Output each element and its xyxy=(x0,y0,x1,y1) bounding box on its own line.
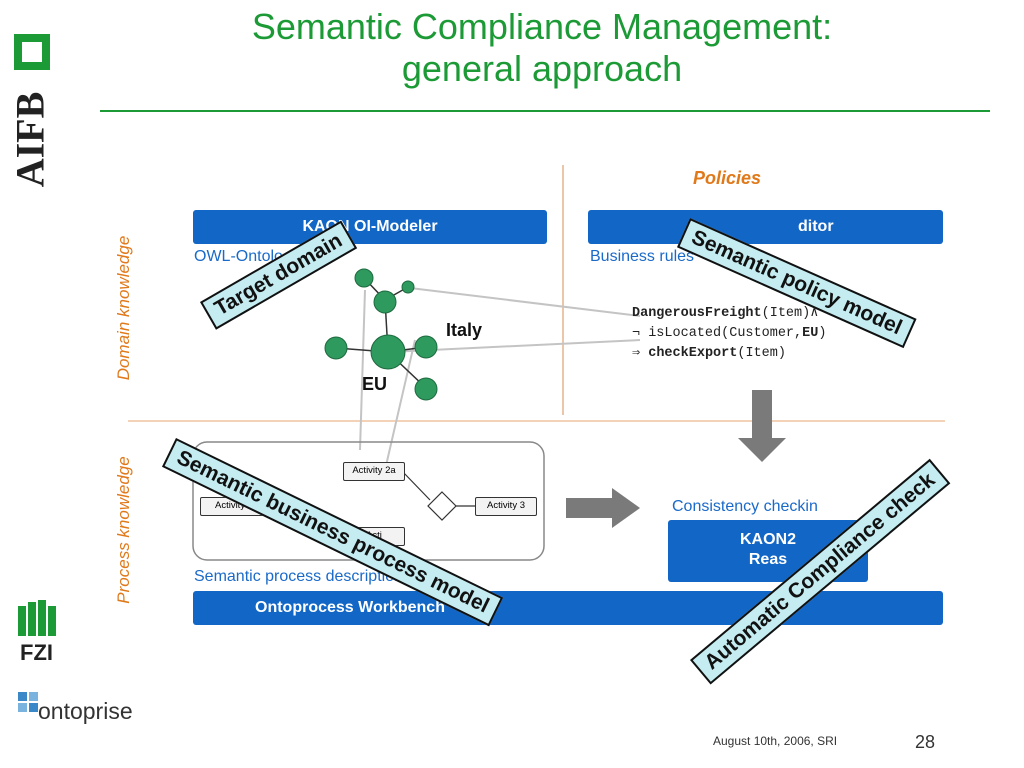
kaon2-line-1: KAON2 xyxy=(739,531,796,548)
process-knowledge-label: Process knowledge xyxy=(114,456,133,604)
eu-label: EU xyxy=(362,374,388,394)
ontoprocess-workbench-bar: Ontoprocess Workbench xyxy=(193,591,943,625)
mapping-line-3 xyxy=(359,289,366,451)
policy-editor-bar: ditor xyxy=(588,210,943,244)
ontoprise-logo-text: ontoprise xyxy=(38,698,133,724)
rule-line-2: ¬ isLocated(Customer,EU) xyxy=(632,326,827,341)
activity-3: Activity 3 xyxy=(475,497,537,516)
kaon2-line-2: Reas xyxy=(748,551,788,568)
ontology-node-italy xyxy=(414,335,438,359)
fzi-logo-icon xyxy=(18,600,56,636)
ontology-node-upper xyxy=(373,290,397,314)
page-number: 28 xyxy=(915,732,936,752)
business-rule: DangerousFreight(Item)∧ ¬ isLocated(Cust… xyxy=(632,304,826,364)
ontology-node-left xyxy=(324,336,348,360)
ontology-node-small xyxy=(401,280,415,294)
rule-line-1: DangerousFreight(Item)∧ xyxy=(632,306,819,321)
title-line-2: general approach xyxy=(401,48,683,89)
footer-date: August 10th, 2006, SRI xyxy=(713,734,838,748)
rule-line-3: ⇒ checkExport(Item) xyxy=(632,346,786,361)
business-rules-label: Business rules xyxy=(590,248,695,265)
mapping-line-4 xyxy=(384,339,416,471)
aifb-square-icon xyxy=(14,34,50,70)
ontology-node-eu xyxy=(370,334,406,370)
mapping-line-1 xyxy=(409,287,641,317)
title-line-1: Semantic Compliance Management: xyxy=(251,6,833,47)
activity-2a: Activity 2a xyxy=(343,462,405,481)
ontoprise-logo-icon xyxy=(18,692,38,712)
process-to-check-arrow xyxy=(566,488,640,528)
slide-title: Semantic Compliance Management: general … xyxy=(100,6,984,90)
title-divider xyxy=(100,110,990,112)
ontoprocess-workbench-text: Ontoprocess Workbench xyxy=(255,599,445,616)
kaon-oi-modeler-bar: KAON OI-Modeler xyxy=(193,210,547,244)
fzi-logo-text: FZI xyxy=(20,640,53,665)
aifb-logo: AIFB xyxy=(8,30,56,190)
policies-label: Policies xyxy=(693,168,762,188)
ontology-node-lower xyxy=(414,377,438,401)
policy-to-check-arrow xyxy=(738,390,786,462)
gateway-diamond xyxy=(427,491,457,521)
semantic-process-description-label: Semantic process description xyxy=(194,568,403,585)
italy-label: Italy xyxy=(446,320,483,340)
ontology-node-top xyxy=(354,268,374,288)
policy-editor-bar-text: ditor xyxy=(798,218,834,235)
consistency-checking-label: Consistency checkin xyxy=(672,498,818,515)
domain-knowledge-label: Domain knowledge xyxy=(114,235,133,381)
